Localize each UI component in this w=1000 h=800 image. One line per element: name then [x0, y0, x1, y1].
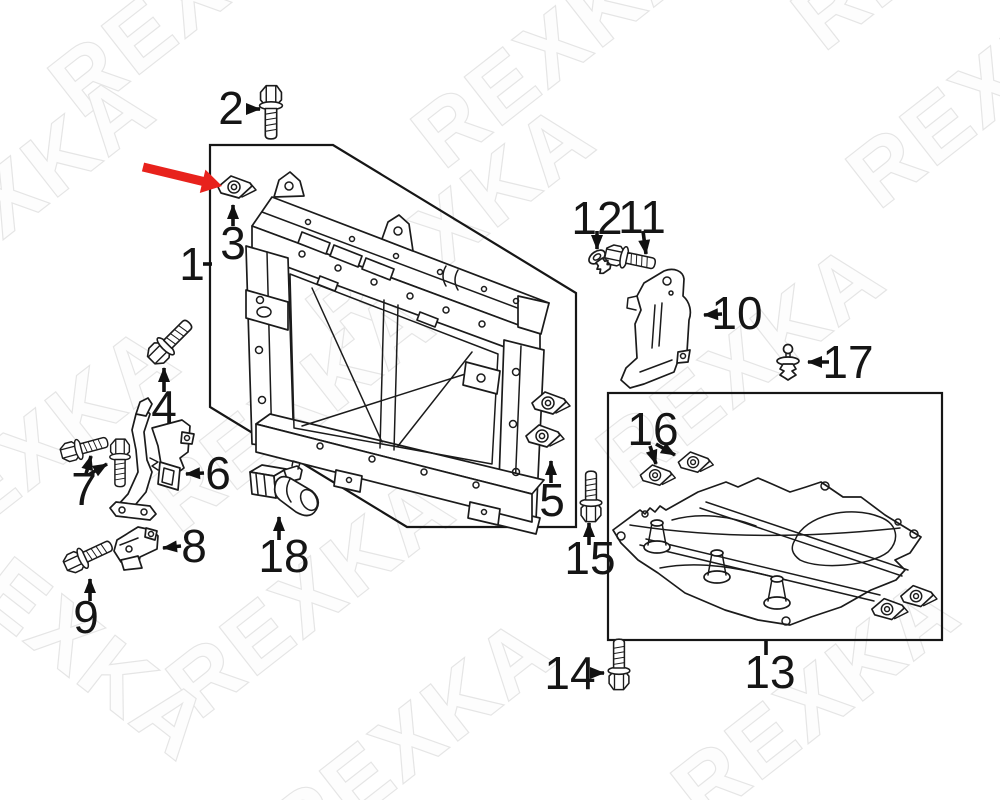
part-9-bolt	[60, 534, 117, 577]
radiator-support-drawing	[245, 171, 550, 535]
callout-label-8: 8	[181, 520, 207, 572]
callout-8-arrow	[162, 540, 182, 553]
cover-opening	[791, 511, 897, 567]
callout-label-1: 1	[179, 238, 205, 290]
cover-cone	[763, 575, 791, 610]
cover-panel-line	[659, 564, 787, 581]
callout-10-arrow	[703, 308, 723, 321]
callout-label-14: 14	[544, 647, 595, 699]
part-1-assembly	[208, 143, 578, 535]
callout-label-15: 15	[564, 532, 615, 584]
callout-label-16: 16	[627, 403, 678, 455]
callout-label-7: 7	[71, 463, 97, 515]
part-10-bracket	[620, 268, 692, 389]
support-opening	[289, 273, 499, 465]
callout-label-5: 5	[539, 474, 565, 526]
part-3-clip	[217, 175, 257, 199]
engine-under-cover-drawing	[612, 477, 922, 626]
callout-7-arrow	[89, 462, 108, 477]
support-mount-bump	[273, 171, 305, 198]
cover-hole	[616, 531, 626, 541]
red-highlight-arrow	[141, 162, 222, 193]
support-hook-detail	[442, 265, 459, 291]
cover-cone	[643, 519, 671, 554]
support-hole	[256, 306, 272, 318]
callout-16-arrow	[645, 445, 658, 465]
part-12-rivet	[588, 249, 612, 275]
watermark-text: REXKA	[0, 52, 173, 335]
callout-labels: 1 2 3 4 5 6 7 8 9 10 11 12 13 14 15 16 1…	[71, 82, 873, 699]
callout-label-12: 12	[571, 192, 622, 244]
support-foot	[333, 469, 363, 493]
support-slot	[316, 275, 439, 328]
cover-panel-line	[671, 515, 757, 527]
support-sub-bracket	[462, 361, 501, 395]
support-diagonal-bar	[301, 369, 479, 427]
part-17-rivet	[776, 343, 800, 381]
support-hole	[284, 181, 294, 191]
callout-label-18: 18	[258, 530, 309, 582]
cover-hole	[781, 616, 791, 626]
support-hole	[480, 508, 488, 516]
cover-ridge	[629, 524, 901, 537]
part-18-component	[249, 460, 320, 517]
callout-arrows	[81, 103, 829, 679]
callout-16-arrow	[655, 442, 676, 457]
cover-hole	[820, 481, 830, 491]
part-7-bolt	[109, 438, 131, 488]
callout-label-2: 2	[218, 82, 244, 134]
part-14-bolt	[607, 638, 631, 691]
callout-7-arrow	[81, 455, 94, 475]
support-holes	[254, 218, 521, 489]
callout-label-13: 13	[744, 646, 795, 698]
support-hole	[393, 226, 403, 236]
support-rail-cap	[517, 295, 550, 335]
callout-6-arrow	[185, 467, 205, 480]
part-2-bolt	[258, 84, 284, 140]
support-top-face-line	[261, 211, 545, 319]
support-center-strut	[379, 299, 399, 451]
support-hole	[476, 373, 486, 383]
cover-outline	[612, 477, 922, 626]
support-foot	[467, 501, 501, 526]
cover-hole	[641, 510, 649, 518]
cover-hole	[909, 529, 919, 539]
cover-cone	[703, 549, 731, 584]
callout-label-17: 17	[822, 336, 873, 388]
support-ladder	[297, 231, 395, 281]
part-8-bracket	[113, 526, 159, 571]
callout-11-arrow	[638, 230, 651, 255]
support-hole	[345, 476, 353, 484]
part-1-box	[208, 143, 578, 529]
part-6-bracket	[109, 397, 195, 521]
cover-hole	[894, 518, 902, 526]
support-mount-bump	[381, 214, 414, 252]
callout-label-3: 3	[220, 217, 246, 269]
callout-label-11: 11	[618, 191, 666, 243]
part-13-box	[606, 391, 944, 642]
callout-label-10: 10	[711, 287, 762, 339]
part-13-assembly	[606, 391, 944, 642]
callout-label-6: 6	[205, 447, 231, 499]
fasteners-and-brackets	[58, 84, 800, 691]
support-bottom-front	[255, 423, 533, 523]
part-11-bolt	[602, 242, 658, 276]
part-15-bolt	[579, 470, 603, 523]
callout-label-9: 9	[73, 591, 99, 643]
callout-label-4: 4	[151, 381, 177, 433]
support-v-brace	[311, 287, 473, 447]
